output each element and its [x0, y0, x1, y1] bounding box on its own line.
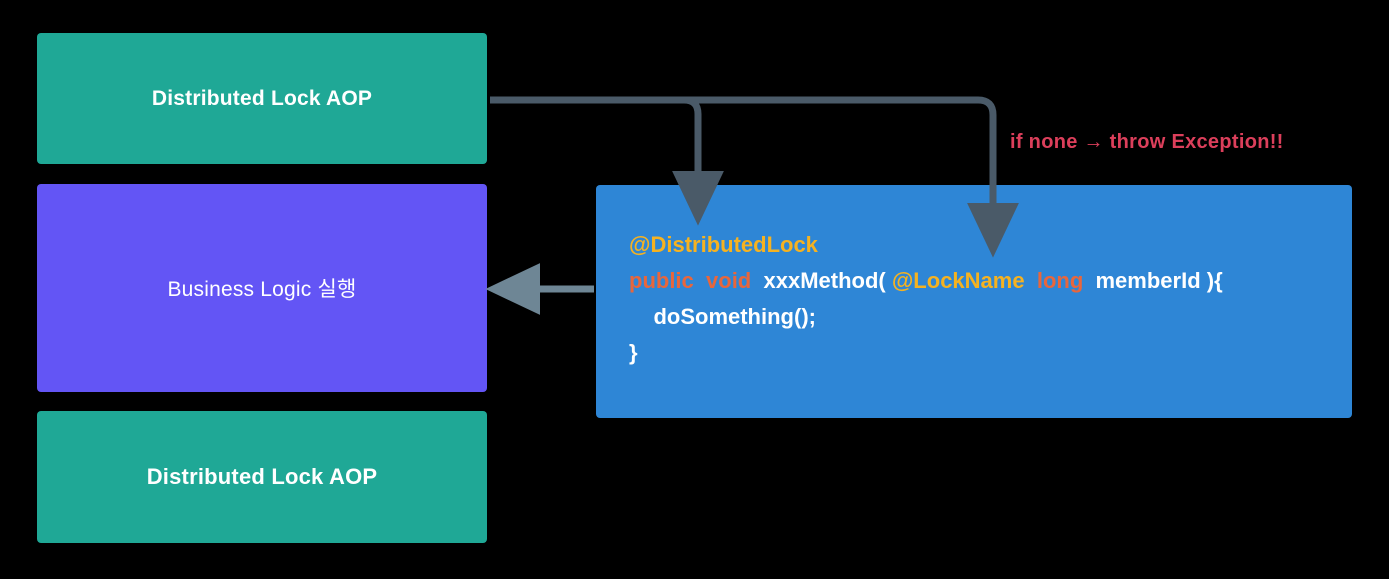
code-token-annotation: @DistributedLock	[629, 232, 818, 257]
code-token-plain: memberId	[1095, 268, 1201, 293]
line-body: doSomething();	[629, 299, 1352, 335]
code-token-keyword: void	[706, 268, 752, 293]
code-token-keyword: long	[1036, 268, 1084, 293]
code-token-plain: doSomething();	[629, 304, 816, 329]
code-token-plain	[694, 268, 706, 293]
code-token-plain: }	[629, 340, 638, 365]
code-token-annotation: @LockName	[891, 268, 1025, 293]
code-token-plain	[1083, 268, 1095, 293]
code-token-plain	[751, 268, 763, 293]
line-annotation: @DistributedLock	[629, 227, 1352, 263]
annotation-throw-exception: if none → throw Exception!!	[1010, 131, 1284, 153]
box-business-logic: Business Logic 실행	[37, 184, 487, 392]
box-distributed-lock-aop-bottom: Distributed Lock AOP	[37, 411, 487, 543]
code-lines: @DistributedLock public void xxxMethod( @…	[629, 227, 1352, 371]
line-signature: public void xxxMethod( @LockName long me…	[629, 263, 1352, 299]
code-block: @DistributedLock public void xxxMethod( @…	[596, 185, 1352, 418]
box-distributed-lock-aop-top: Distributed Lock AOP	[37, 33, 487, 164]
code-token-plain	[1025, 268, 1037, 293]
code-token-keyword: public	[629, 268, 694, 293]
box-label: Business Logic 실행	[167, 278, 357, 301]
code-token-plain: xxxMethod(	[763, 268, 886, 293]
box-label: Distributed Lock AOP	[146, 464, 378, 489]
line-close: }	[629, 335, 1352, 371]
code-token-plain: ){	[1200, 268, 1223, 293]
box-label: Distributed Lock AOP	[151, 86, 373, 110]
